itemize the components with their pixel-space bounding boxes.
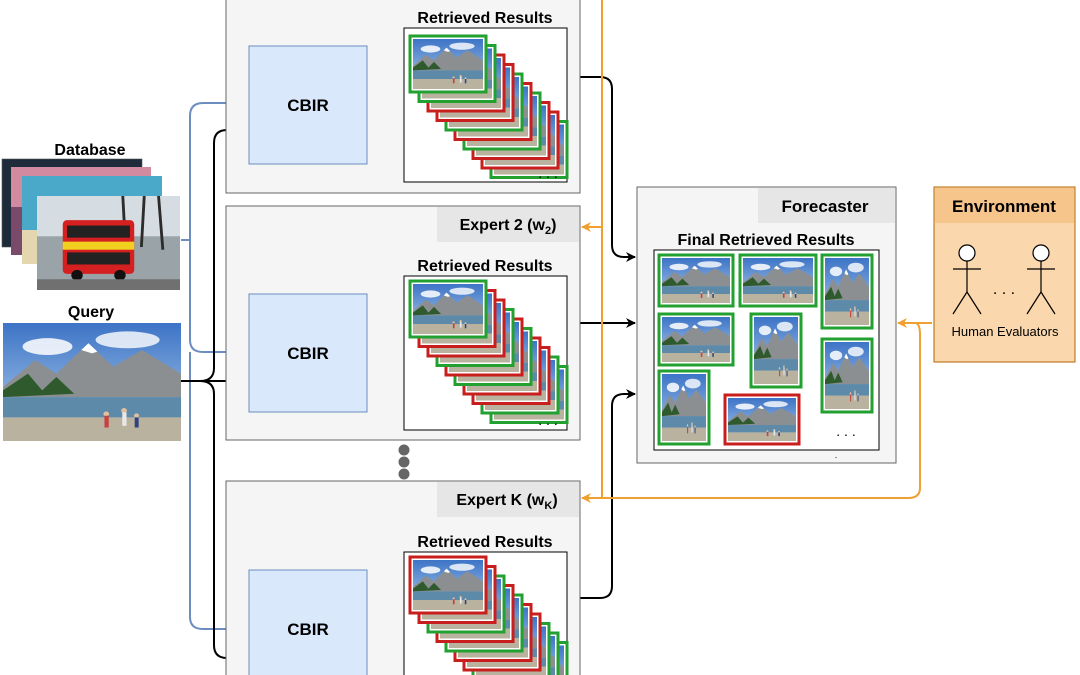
forecaster-header bbox=[758, 188, 895, 223]
cbir-label-1: CBIR bbox=[287, 96, 329, 115]
retrieved-results-label-2: Retrieved Results bbox=[417, 258, 552, 275]
environment-title: Environment bbox=[952, 197, 1056, 216]
database-stack: Database bbox=[1, 142, 180, 290]
ellipsis-1: . . . bbox=[538, 165, 557, 181]
cbir-label-2: CBIR bbox=[287, 344, 329, 363]
cbir-block-k bbox=[248, 569, 368, 675]
evaluators-ellipsis: . . . bbox=[993, 281, 1015, 298]
retrieved-image-stack-1 bbox=[408, 34, 569, 179]
forecaster-panel: Forecaster Final Retrieved Results . . .… bbox=[636, 186, 897, 464]
expert-k-header bbox=[437, 482, 579, 517]
retrieved-image-stack-k bbox=[408, 555, 569, 675]
final-result-image bbox=[657, 369, 711, 446]
database-to-cbir-1-arrow bbox=[181, 98, 248, 241]
final-result-image bbox=[657, 312, 735, 367]
final-ellipsis: . . . bbox=[836, 423, 855, 439]
final-result-image bbox=[820, 337, 874, 414]
expert-2-title: Expert 2 (w2) bbox=[460, 217, 557, 237]
cbir-block-2 bbox=[248, 293, 368, 413]
retrieved-image bbox=[408, 34, 488, 94]
expert-k-panel: Expert K (wK) CBIR Retrieved Results bbox=[225, 480, 581, 675]
final-results-label: Final Retrieved Results bbox=[678, 232, 855, 249]
query-to-cbir-1-arrow bbox=[199, 125, 248, 382]
query-label: Query bbox=[68, 304, 114, 321]
expert-2-panel: Expert 2 (w2) CBIR Retrieved Results . .… bbox=[225, 205, 581, 441]
database-to-cbir-k-arrow bbox=[189, 352, 248, 634]
human-evaluators-label: Human Evaluators bbox=[952, 324, 1059, 339]
final-result-image bbox=[723, 393, 801, 446]
expert-1-panel: CBIR Retrieved Results . . . bbox=[225, 0, 581, 194]
results-1-to-forecaster-arrow bbox=[567, 76, 636, 262]
forecaster-title: Forecaster bbox=[782, 197, 869, 216]
final-result-image bbox=[749, 312, 803, 389]
retrieved-image-stack-2 bbox=[408, 279, 569, 424]
database-to-cbir-2-arrow bbox=[189, 240, 247, 353]
final-result-image bbox=[657, 253, 735, 308]
final-result-image bbox=[820, 253, 874, 330]
ellipsis-2: . . . bbox=[538, 412, 557, 428]
expert-2-header bbox=[437, 207, 579, 242]
more-experts-dots bbox=[398, 444, 410, 480]
human-evaluator-icon-2 bbox=[1026, 244, 1056, 315]
results-k-to-forecaster-arrow bbox=[580, 389, 636, 599]
retrieved-results-label-1: Retrieved Results bbox=[417, 10, 552, 27]
database-label: Database bbox=[54, 142, 125, 159]
query-to-cbir-k-arrow bbox=[199, 380, 248, 663]
retrieved-results-label-k: Retrieved Results bbox=[417, 534, 552, 551]
retrieved-image bbox=[408, 555, 488, 615]
connectors bbox=[181, 0, 932, 663]
expert-k-title: Expert K (wK) bbox=[456, 492, 557, 512]
final-result-image bbox=[738, 253, 818, 308]
environment-panel: Environment . . . Human Evaluators bbox=[933, 186, 1076, 363]
human-evaluator-icon-1 bbox=[952, 244, 982, 315]
retrieved-image bbox=[408, 279, 488, 339]
query-image: Query bbox=[3, 304, 181, 441]
environment-header bbox=[935, 188, 1074, 223]
final-dot: . bbox=[835, 450, 838, 460]
cbir-label-k: CBIR bbox=[287, 620, 329, 639]
database-front-image bbox=[37, 196, 180, 290]
cbir-block-1 bbox=[248, 45, 368, 165]
final-result-images bbox=[657, 253, 874, 446]
